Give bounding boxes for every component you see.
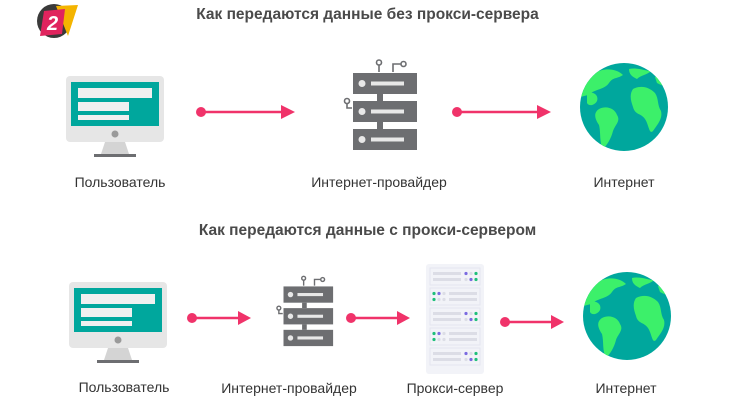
arrow-icon [196, 105, 295, 119]
section-title-without-proxy: Как передаются данные без прокси-сервера [196, 6, 539, 23]
node-label-isp: Интернет-провайдер [311, 174, 447, 190]
node-label-proxy: Прокси-сервер [406, 380, 504, 396]
node-label-user: Пользователь [78, 379, 170, 395]
node-label-internet: Интернет [595, 380, 657, 396]
section-title-with-proxy: Как передаются данные с прокси-сервером [198, 222, 537, 239]
svg-text:2: 2 [46, 13, 58, 35]
node-label-internet: Интернет [593, 174, 655, 190]
arrow-icon [500, 315, 564, 329]
arrow-icon [452, 105, 551, 119]
node-label-isp: Интернет-провайдер [221, 380, 357, 396]
arrow-icon [346, 311, 410, 325]
computer-monitor-icon [66, 76, 164, 157]
node-label-user: Пользователь [74, 174, 166, 190]
logo-icon: 2 [37, 4, 78, 38]
computer-monitor-icon [69, 282, 167, 363]
arrow-icon [187, 311, 251, 325]
proxy-server-icon [426, 264, 484, 374]
server-rack-icon [343, 59, 417, 150]
server-rack-icon [276, 275, 334, 347]
globe-icon [580, 63, 668, 151]
globe-icon [583, 272, 671, 360]
